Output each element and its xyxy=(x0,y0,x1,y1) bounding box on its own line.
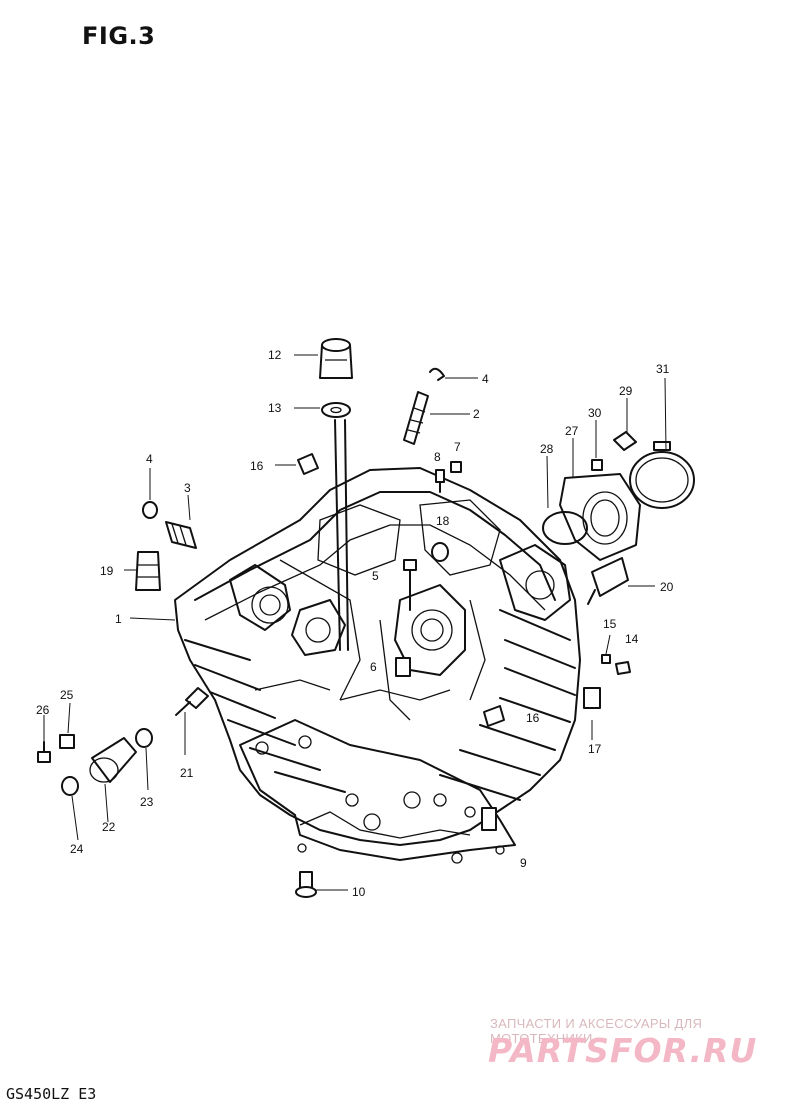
callout-18: 18 xyxy=(436,514,450,528)
callout-22: 22 xyxy=(102,820,116,834)
part-23-o-ring xyxy=(135,728,153,748)
callout-25: 25 xyxy=(60,688,74,702)
callout-23: 23 xyxy=(140,795,154,809)
callout-8: 8 xyxy=(434,450,441,464)
callout-30: 30 xyxy=(588,406,602,420)
figure-title: FIG.3 xyxy=(82,22,156,50)
part-5-bolt xyxy=(403,559,417,611)
part-28-o-ring xyxy=(542,511,588,545)
part-12-cap-nut xyxy=(319,338,353,379)
part-3-spring xyxy=(165,521,197,549)
part-4-clip-top xyxy=(429,367,445,381)
part-10-bolt xyxy=(295,871,317,898)
callout-4-top: 4 xyxy=(482,372,489,386)
watermark-caption: ЗАПЧАСТИ И АКСЕССУАРЫ ДЛЯ МОТОТЕХНИКИ xyxy=(490,1016,703,1046)
part-13-washer xyxy=(321,402,351,418)
callout-10: 10 xyxy=(352,885,366,899)
watermark-logo: PARTSFOR.RU xyxy=(488,1031,758,1070)
part-22-cap xyxy=(89,737,137,783)
part-30-nut xyxy=(591,459,603,471)
part-31-clamp xyxy=(629,441,695,509)
part-2-stud xyxy=(403,391,429,445)
callout-4-left: 4 xyxy=(146,452,153,466)
part-16-fin-plug xyxy=(483,705,505,727)
callout-3: 3 xyxy=(184,481,191,495)
callout-14: 14 xyxy=(625,632,639,646)
part-18-plug xyxy=(431,542,449,562)
part-14-bolt xyxy=(615,661,631,675)
callout-26: 26 xyxy=(36,703,50,717)
part-7-nut xyxy=(450,461,462,473)
callout-29: 29 xyxy=(619,384,633,398)
callout-15: 15 xyxy=(603,617,617,631)
part-15-washer xyxy=(601,654,611,664)
callout-13: 13 xyxy=(268,401,282,415)
callout-16-top: 16 xyxy=(250,459,264,473)
model-code: GS450LZ E3 xyxy=(6,1085,97,1103)
callout-6: 6 xyxy=(370,660,377,674)
callout-1: 1 xyxy=(115,612,122,626)
part-4-o-ring xyxy=(142,501,158,519)
leader-lines xyxy=(43,354,667,891)
part-27-intake-pipe xyxy=(559,473,641,561)
part-24-plug xyxy=(61,776,79,796)
callout-21: 21 xyxy=(180,766,194,780)
callout-7: 7 xyxy=(454,440,461,454)
part-19-damper xyxy=(135,551,161,591)
callout-2: 2 xyxy=(473,407,480,421)
callout-17: 17 xyxy=(588,742,602,756)
callout-9: 9 xyxy=(520,856,527,870)
part-16-cap xyxy=(297,453,319,475)
cylinder-head-body xyxy=(174,419,581,864)
part-25-nut xyxy=(59,734,75,749)
callout-19: 19 xyxy=(100,564,114,578)
callout-28: 28 xyxy=(540,442,554,456)
part-8-bolt xyxy=(435,469,445,493)
part-20-sensor xyxy=(587,557,629,605)
callout-27: 27 xyxy=(565,424,579,438)
callout-16-lower: 16 xyxy=(526,711,540,725)
part-21-stud xyxy=(175,687,209,716)
callout-24: 24 xyxy=(70,842,84,856)
part-6-dowel xyxy=(395,657,411,677)
part-17-dowel xyxy=(583,687,601,709)
part-26-bolt xyxy=(37,741,51,763)
callout-12: 12 xyxy=(268,348,282,362)
part-9-dowel xyxy=(481,807,497,831)
callout-20: 20 xyxy=(660,580,674,594)
callout-5: 5 xyxy=(372,569,379,583)
part-29-screw xyxy=(613,431,637,451)
callout-31: 31 xyxy=(656,362,670,376)
